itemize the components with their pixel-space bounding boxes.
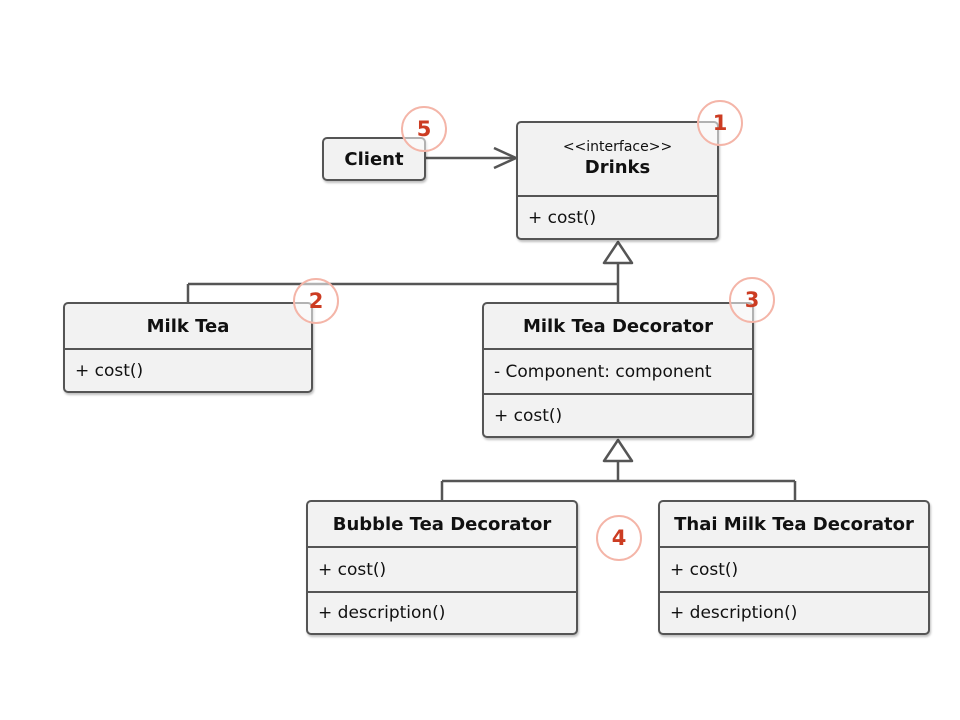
badge-3: 3 xyxy=(729,277,775,323)
drinks-interface-box: <<interface>> Drinks + cost() xyxy=(516,121,719,240)
thai-milk-tea-decorator-box: Thai Milk Tea Decorator + cost() + descr… xyxy=(658,500,930,635)
drinks-stereotype: <<interface>> xyxy=(562,138,673,155)
drinks-inheritance-triangle xyxy=(602,240,634,265)
badge-1: 1 xyxy=(697,100,743,146)
badge-2: 2 xyxy=(293,278,339,324)
bubble-tea-decorator-method-description: + description() xyxy=(308,591,576,633)
milk-tea-decorator-title: Milk Tea Decorator xyxy=(522,315,714,337)
milk-tea-box: Milk Tea + cost() xyxy=(63,302,313,393)
badge-4: 4 xyxy=(596,515,642,561)
thai-milk-tea-decorator-title: Thai Milk Tea Decorator xyxy=(674,513,914,535)
drinks-title: Drinks xyxy=(584,156,651,178)
thai-milk-tea-decorator-method-cost: + cost() xyxy=(660,546,928,591)
client-box: Client xyxy=(322,137,426,181)
drinks-method-cost: + cost() xyxy=(518,195,717,238)
milk-tea-decorator-box: Milk Tea Decorator - Component: componen… xyxy=(482,302,754,438)
milk-tea-method-cost: + cost() xyxy=(65,348,311,391)
badge-5: 5 xyxy=(401,106,447,152)
thai-milk-tea-decorator-method-description: + description() xyxy=(660,591,928,633)
milk-tea-title: Milk Tea xyxy=(146,315,230,337)
bubble-tea-decorator-title: Bubble Tea Decorator xyxy=(332,513,552,535)
bubble-tea-decorator-method-cost: + cost() xyxy=(308,546,576,591)
milk-tea-decorator-method-cost: + cost() xyxy=(484,393,752,436)
drinks-header: <<interface>> Drinks xyxy=(518,123,717,195)
client-title: Client xyxy=(344,148,404,170)
decorator-inheritance-triangle xyxy=(602,438,634,463)
milk-tea-decorator-field-component: - Component: component xyxy=(484,348,752,393)
bubble-tea-decorator-box: Bubble Tea Decorator + cost() + descript… xyxy=(306,500,578,635)
